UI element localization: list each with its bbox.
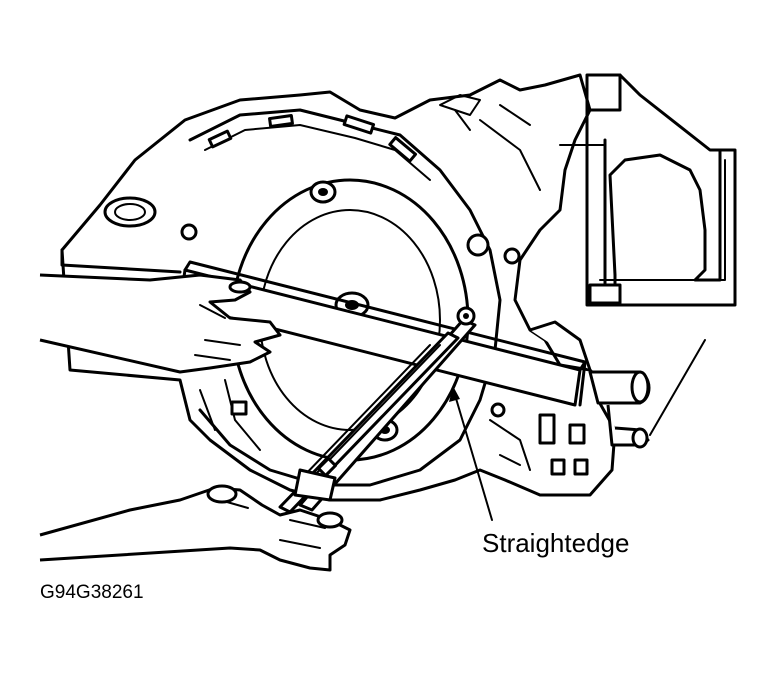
lower-hand bbox=[39, 484, 352, 572]
upper-hand bbox=[39, 273, 282, 374]
figure-code: G94G38261 bbox=[40, 582, 144, 603]
pump-housing bbox=[489, 320, 651, 476]
straightedge-label: Straightedge bbox=[482, 528, 629, 558]
callout-arrow bbox=[449, 386, 493, 521]
cross-section-inset bbox=[559, 73, 737, 436]
